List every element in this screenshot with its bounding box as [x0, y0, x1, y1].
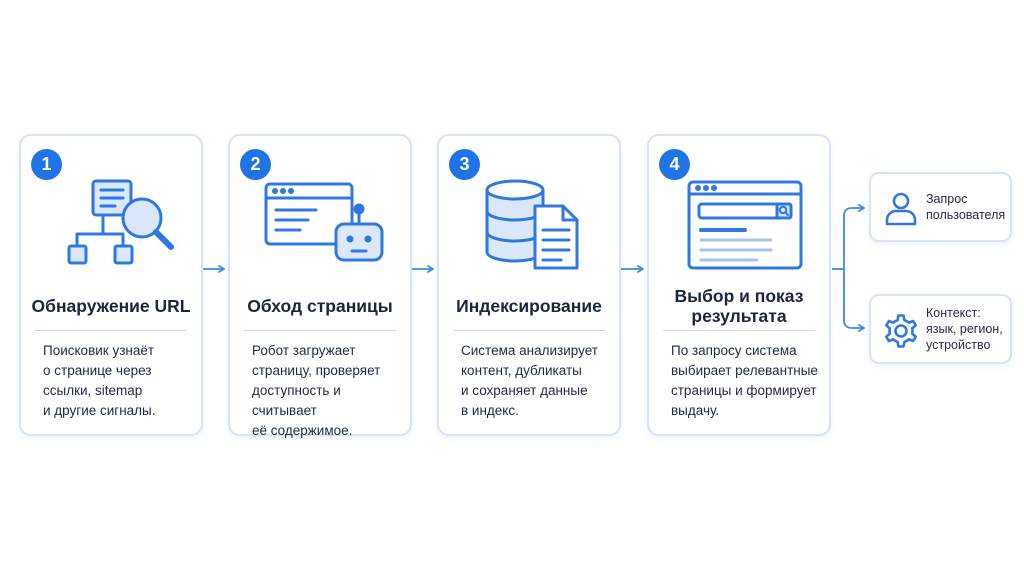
- step-card-indexing: 3 Индексирование Система анализирует кон…: [437, 134, 621, 436]
- browser-robot-icon: [264, 182, 384, 262]
- context-box: Контекст: язык, регион, устройство: [869, 294, 1012, 364]
- sitemap-search-icon: [67, 179, 174, 265]
- user-query-label: Запрос пользователя: [926, 192, 1006, 222]
- step-title: Обход страницы: [247, 296, 393, 316]
- step-title: Индексирование: [456, 296, 602, 316]
- database-document-icon: [485, 179, 579, 270]
- gear-icon: [885, 314, 917, 348]
- user-icon: [885, 192, 917, 226]
- step-divider: [244, 330, 396, 331]
- step-description: Робот загружает страницу, проверяет дост…: [252, 343, 381, 438]
- step-divider: [35, 330, 187, 331]
- step-card-discovery: 1 Обнаружение URL Поисковик узнаёт о стр…: [19, 134, 203, 436]
- step-description: По запросу система выбирает релевантные …: [671, 343, 818, 418]
- search-results-icon: [687, 180, 803, 270]
- branch-connector: [832, 204, 865, 332]
- step-description: Поисковик узнаёт о странице через ссылки…: [43, 343, 156, 418]
- step-divider: [663, 330, 815, 331]
- context-label: Контекст: язык, регион, устройство: [926, 306, 1003, 352]
- user-query-box: Запрос пользователя: [869, 172, 1012, 242]
- step-card-results: 4 Выбор и показ результата По запросу си…: [647, 134, 831, 436]
- step-number-badge: 3: [449, 149, 480, 180]
- step-divider: [453, 330, 605, 331]
- step-number-badge: 2: [240, 149, 271, 180]
- step-number-badge: 4: [659, 149, 690, 180]
- step-title: Выбор и показ результата: [674, 286, 804, 326]
- step-number-badge: 1: [31, 149, 62, 180]
- step-description: Система анализирует контент, дубликаты и…: [461, 343, 598, 418]
- step-card-crawl: 2 Обход страницы Робот загружает страниц…: [228, 134, 412, 438]
- step-title: Обнаружение URL: [31, 296, 191, 316]
